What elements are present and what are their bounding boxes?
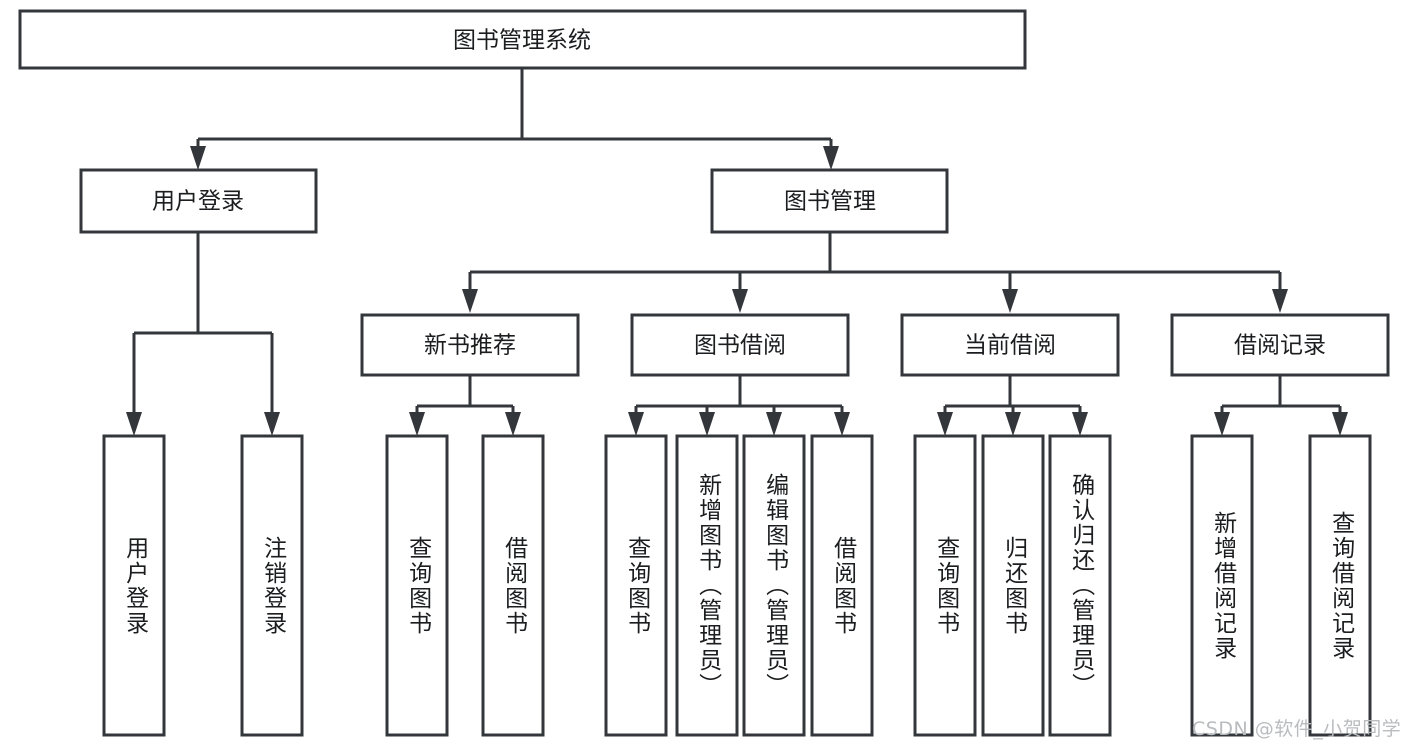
connector-root-to-level2 xyxy=(190,68,839,170)
node-book-borrow[interactable]: 图书借阅 xyxy=(630,313,850,377)
node-root-box[interactable] xyxy=(18,9,1027,70)
arrow-head-bb-2 xyxy=(699,412,715,436)
connector-book-borrow-to-leaves xyxy=(628,375,850,436)
arrow-head-br-2 xyxy=(1332,412,1348,436)
arrow-head-bm-4 xyxy=(1272,289,1288,313)
node-current-borrow-label: 当前借阅 xyxy=(964,333,1056,359)
arrow-head-nbr-2 xyxy=(505,412,521,436)
arrow-head-bb-3 xyxy=(766,412,782,436)
node-borrow-record[interactable]: 借阅记录 xyxy=(1170,313,1390,377)
node-current-borrow[interactable]: 当前借阅 xyxy=(900,313,1120,377)
arrow-head-bm-2 xyxy=(732,289,748,313)
connector-book-management-to-level3 xyxy=(462,232,1288,313)
arrow-head-bb-1 xyxy=(628,412,644,436)
leaf-box-borrow-record-1[interactable] xyxy=(1190,434,1254,737)
node-book-borrow-label: 图书借阅 xyxy=(694,333,786,359)
leaf-box-new-book-2[interactable] xyxy=(481,434,545,737)
node-new-book-recommend-box[interactable] xyxy=(360,313,580,377)
arrow-head-bm-1 xyxy=(462,289,478,313)
node-user-login[interactable]: 用户登录 xyxy=(79,168,318,234)
node-new-book-recommend[interactable]: 新书推荐 xyxy=(360,313,580,377)
arrow-head-user-login-2 xyxy=(264,412,280,436)
arrow-head-cb-2 xyxy=(1005,412,1021,436)
leaf-box-user-login-1[interactable] xyxy=(102,434,166,737)
leaf-box-user-login-2[interactable] xyxy=(240,434,304,737)
leaf-box-current-borrow-3[interactable] xyxy=(1048,434,1112,737)
arrow-head-br-1 xyxy=(1214,412,1230,436)
arrow-head-bm-3 xyxy=(1002,289,1018,313)
connector-current-borrow-to-leaves xyxy=(937,375,1088,436)
leaf-box-borrow-record-2[interactable] xyxy=(1308,434,1372,737)
watermark-text: CSDN @软件_小贺同学 xyxy=(1192,718,1402,740)
arrow-head-nbr-1 xyxy=(409,412,425,436)
leaf-box-book-borrow-1[interactable] xyxy=(604,434,668,737)
arrow-head-user-login-1 xyxy=(126,412,142,436)
node-user-login-label: 用户登录 xyxy=(152,189,244,215)
leaf-box-book-borrow-4[interactable] xyxy=(810,434,874,737)
connector-user-login-to-leaves xyxy=(126,232,280,436)
arrow-head-root-2 xyxy=(823,146,839,170)
arrow-head-cb-3 xyxy=(1072,412,1088,436)
arrow-head-root-1 xyxy=(190,146,206,170)
node-borrow-record-box[interactable] xyxy=(1170,313,1390,377)
node-root-label: 图书管理系统 xyxy=(453,28,591,54)
node-borrow-record-label: 借阅记录 xyxy=(1234,333,1326,359)
connector-new-book-recommend-to-leaves xyxy=(409,375,521,436)
node-book-management-label: 图书管理 xyxy=(784,189,876,215)
leaf-box-book-borrow-2[interactable] xyxy=(675,434,739,737)
node-current-borrow-box[interactable] xyxy=(900,313,1120,377)
arrow-head-bb-4 xyxy=(834,412,850,436)
arrow-head-cb-1 xyxy=(937,412,953,436)
leaf-box-current-borrow-1[interactable] xyxy=(913,434,977,737)
connector-borrow-record-to-leaves xyxy=(1214,375,1348,436)
leaf-box-book-borrow-3[interactable] xyxy=(742,434,806,737)
leaf-box-current-borrow-2[interactable] xyxy=(981,434,1045,737)
node-book-management-box[interactable] xyxy=(710,168,949,234)
node-new-book-recommend-label: 新书推荐 xyxy=(424,333,516,359)
leaf-box-new-book-1[interactable] xyxy=(385,434,449,737)
node-book-borrow-box[interactable] xyxy=(630,313,850,377)
node-root[interactable]: 图书管理系统 xyxy=(18,9,1027,70)
node-book-management[interactable]: 图书管理 xyxy=(710,168,949,234)
